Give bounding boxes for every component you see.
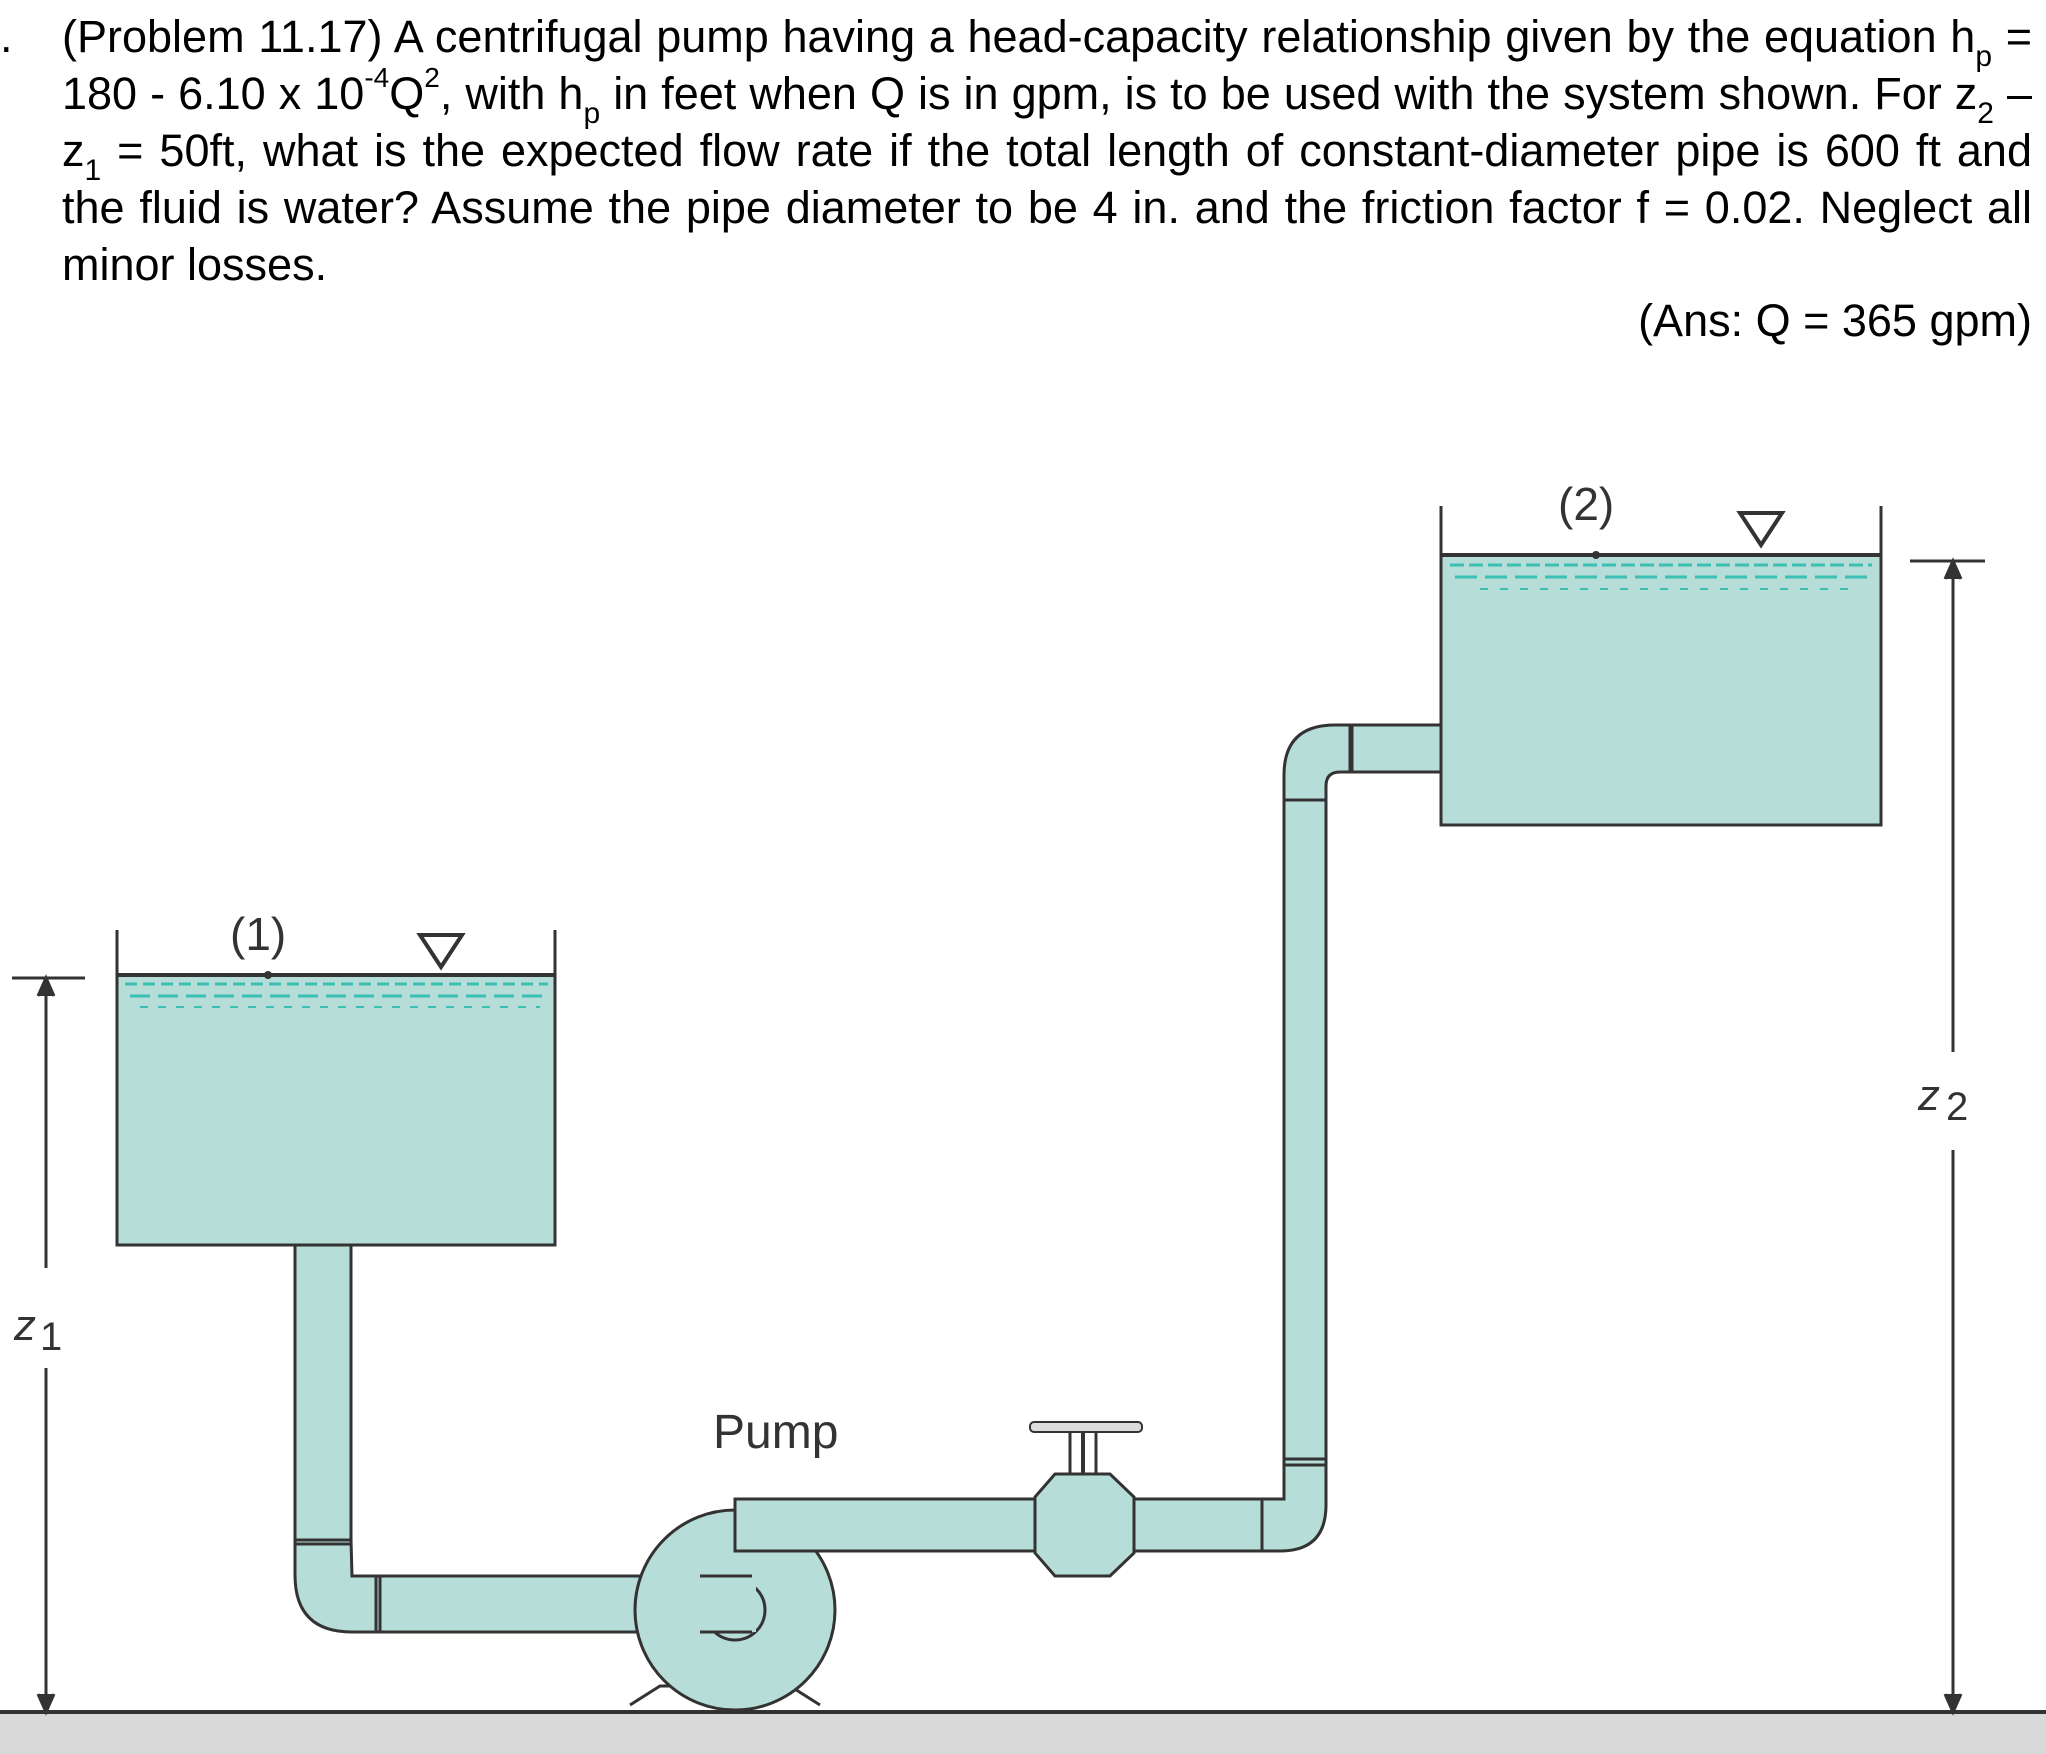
valve [1029,1421,1143,1578]
tank-2 [1439,506,1883,827]
problem-text-2: = 180 - 6.10 x 10 [62,11,2032,119]
subscript-2: 2 [1977,97,1994,130]
point-1-label: (1) [230,908,286,960]
problem-text-4: , with h [439,68,584,119]
discharge-pipe [1132,723,1444,1553]
problem-text-6: – z [62,68,2033,176]
pump-label: Pump [713,1406,838,1459]
subscript-p-2: p [583,97,601,130]
problem-text-5: in feet when Q is in gpm, is to be used … [600,68,1978,119]
problem-statement: (Problem 11.17) A centrifugal pump havin… [62,8,2032,293]
z2-dimension [1910,557,1985,1716]
z1-label-letter: z [13,1301,36,1350]
z1-dimension [12,974,85,1716]
superscript-2: 2 [424,62,440,93]
pump-body [629,1497,1037,1712]
list-bullet: . [0,11,13,62]
point-2-label: (2) [1558,478,1614,530]
z1-label-sub: 1 [40,1315,62,1359]
superscript-neg4: -4 [364,62,390,93]
z2-label-sub: 2 [1946,1085,1968,1129]
problem-text-1: (Problem 11.17) A centrifugal pump havin… [62,11,1976,62]
tank-1 [115,930,557,1247]
subscript-p: p [1975,40,1993,73]
answer-text: (Ans: Q = 365 gpm) [1638,295,2032,346]
problem-text-7: = 50ft, what is the expected flow rate i… [62,125,2032,290]
subscript-1: 1 [84,154,102,187]
ground [0,1712,2046,1754]
z2-label-letter: z [1917,1071,1940,1120]
problem-text-3: Q [389,68,425,119]
